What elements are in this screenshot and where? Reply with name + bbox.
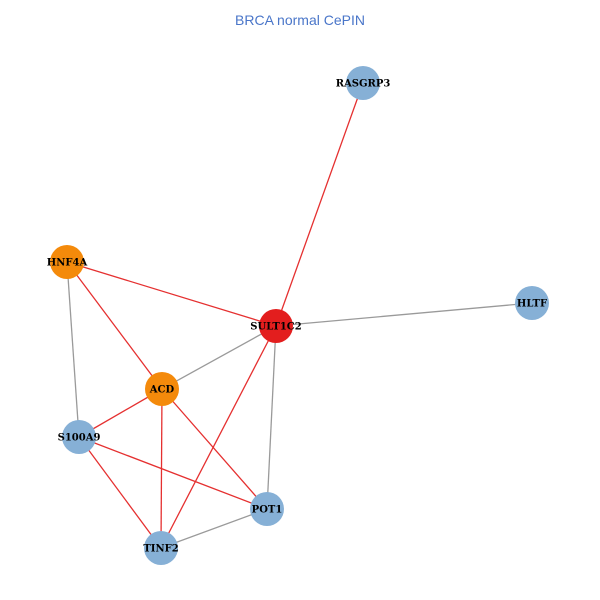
edge-sult1c2-pot1 [266, 325, 277, 510]
node-circle [50, 245, 84, 279]
edge-acd-pot1 [161, 388, 268, 510]
node-hnf4a[interactable]: HNF4A [47, 245, 88, 279]
edge-rasgrp3-sult1c2 [275, 82, 364, 327]
edge-s100a9-tinf2 [78, 436, 162, 549]
node-label: POT1 [252, 505, 283, 516]
node-label: HNF4A [47, 258, 88, 269]
node-circle [62, 420, 96, 454]
edge-sult1c2-hltf [275, 302, 533, 327]
node-sult1c2[interactable]: SULT1C2 [250, 309, 302, 343]
node-rasgrp3[interactable]: RASGRP3 [336, 66, 391, 100]
node-label: RASGRP3 [336, 79, 391, 90]
node-circle [144, 531, 178, 565]
node-label: HLTF [517, 299, 547, 310]
node-tinf2[interactable]: TINF2 [143, 531, 179, 565]
edge-hnf4a-s100a9 [66, 261, 80, 438]
node-label: ACD [149, 385, 175, 396]
edge-hnf4a-sult1c2 [66, 261, 277, 327]
node-pot1[interactable]: POT1 [250, 492, 284, 526]
node-label: SULT1C2 [250, 322, 302, 333]
diagram-title: BRCA normal CePIN [235, 12, 365, 28]
edge-hnf4a-acd [66, 261, 163, 390]
node-circle [346, 66, 380, 100]
node-label: S100A9 [58, 433, 101, 444]
edge-tinf2-pot1 [160, 508, 268, 549]
node-circle [259, 309, 293, 343]
node-circle [145, 372, 179, 406]
node-label: TINF2 [143, 544, 178, 555]
node-hltf[interactable]: HLTF [515, 286, 549, 320]
node-acd[interactable]: ACD [145, 372, 179, 406]
edges-layer [66, 82, 533, 549]
node-s100a9[interactable]: S100A9 [58, 420, 101, 454]
edge-s100a9-pot1 [78, 436, 268, 510]
edge-sult1c2-tinf2 [160, 325, 277, 549]
edge-sult1c2-acd [161, 325, 277, 390]
node-circle [250, 492, 284, 526]
node-circle [515, 286, 549, 320]
